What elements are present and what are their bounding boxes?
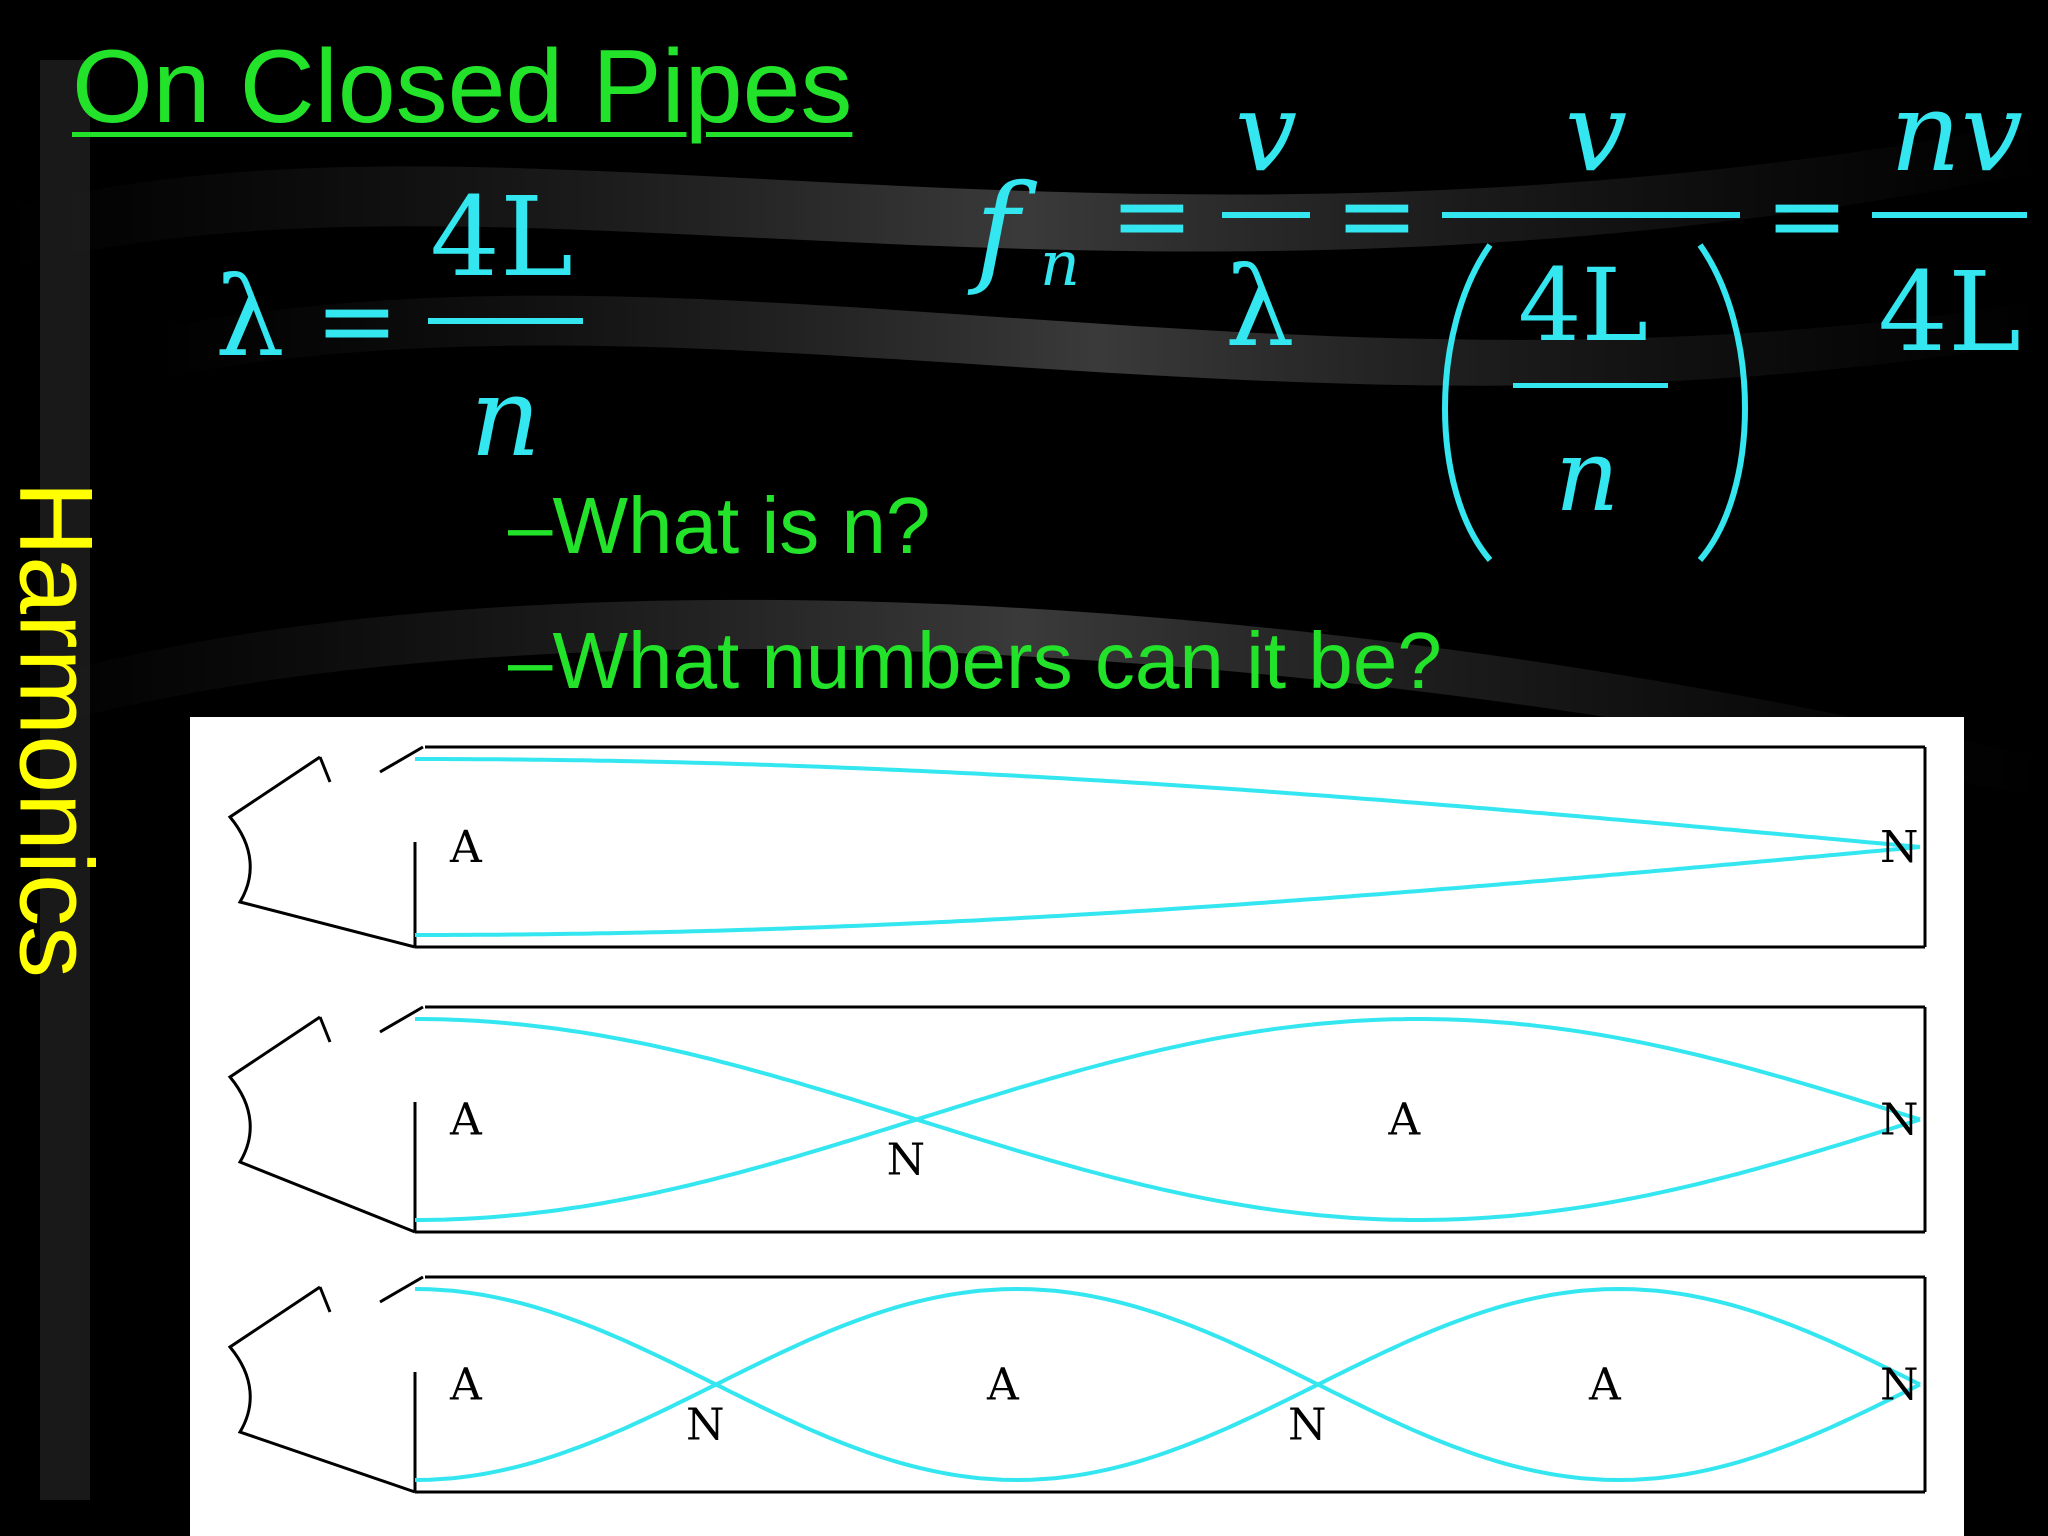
mouthpiece-edge <box>379 745 424 774</box>
bullet-what-numbers: –What numbers can it be? <box>508 616 1442 705</box>
node-label: N <box>1288 1400 1327 1451</box>
denominator-n: n <box>470 353 541 481</box>
mouthpiece-notch <box>318 1286 332 1313</box>
node-label: N <box>686 1400 725 1451</box>
subscript-n: n <box>1040 227 1080 300</box>
bullet-what-is-n: –What is n? <box>508 481 931 570</box>
standing-wave-lower <box>414 1286 1921 1483</box>
standing-wave-upper <box>415 1017 1921 1222</box>
standing-wave-lower <box>415 1017 1921 1222</box>
equals-3: = <box>1765 157 1849 274</box>
frequency-equation: f n = v λ = v 4L n = nv 4L <box>967 68 2027 562</box>
closed-pipe-harmonics-diagram: A N A N A N A N A N A N <box>190 717 1964 1536</box>
node-label: N <box>1880 822 1919 873</box>
v-numerator-1: v <box>1235 68 1297 196</box>
node-label: N <box>1880 1095 1919 1146</box>
4L-denominator: 4L <box>1878 248 2021 376</box>
f-symbol: f <box>967 160 1038 299</box>
slide-title: On Closed Pipes <box>72 29 853 145</box>
antinode-label: A <box>986 1360 1020 1411</box>
v-numerator-2: v <box>1565 68 1627 196</box>
nv-numerator: nv <box>1890 68 2023 196</box>
inner-denominator-n: n <box>1555 417 1619 534</box>
standing-wave-upper <box>415 757 1921 849</box>
mouthpiece-body <box>227 1015 416 1234</box>
mouthpiece-edge <box>379 1005 424 1034</box>
node-label: N <box>887 1135 926 1186</box>
lambda-symbol: λ <box>215 253 285 381</box>
antinode-label: A <box>449 1360 483 1411</box>
antinode-label: A <box>449 1095 483 1146</box>
equals-2: = <box>1335 157 1419 274</box>
standing-wave-lower <box>415 845 1921 937</box>
wavelength-equation: λ = 4L n <box>215 173 583 481</box>
numerator-4L: 4L <box>430 173 573 301</box>
inner-numerator-4L: 4L <box>1518 247 1648 364</box>
mouthpiece-notch <box>318 1016 332 1043</box>
antinode-label: A <box>1588 1360 1622 1411</box>
equals-sign: = <box>315 262 399 379</box>
mouthpiece-body <box>227 1285 416 1494</box>
antinode-label: A <box>1387 1095 1421 1146</box>
equations: λ = 4L n f n = v λ = v 4L n = nv 4L <box>215 68 2027 562</box>
mouthpiece-body <box>227 755 416 949</box>
mouthpiece-notch <box>318 756 332 783</box>
mouthpiece-edge <box>379 1275 424 1304</box>
lambda-denominator: λ <box>1225 243 1295 371</box>
standing-wave-upper <box>414 1286 1921 1483</box>
node-label: N <box>1880 1360 1919 1411</box>
antinode-label: A <box>449 822 483 873</box>
equals-1: = <box>1110 157 1194 274</box>
